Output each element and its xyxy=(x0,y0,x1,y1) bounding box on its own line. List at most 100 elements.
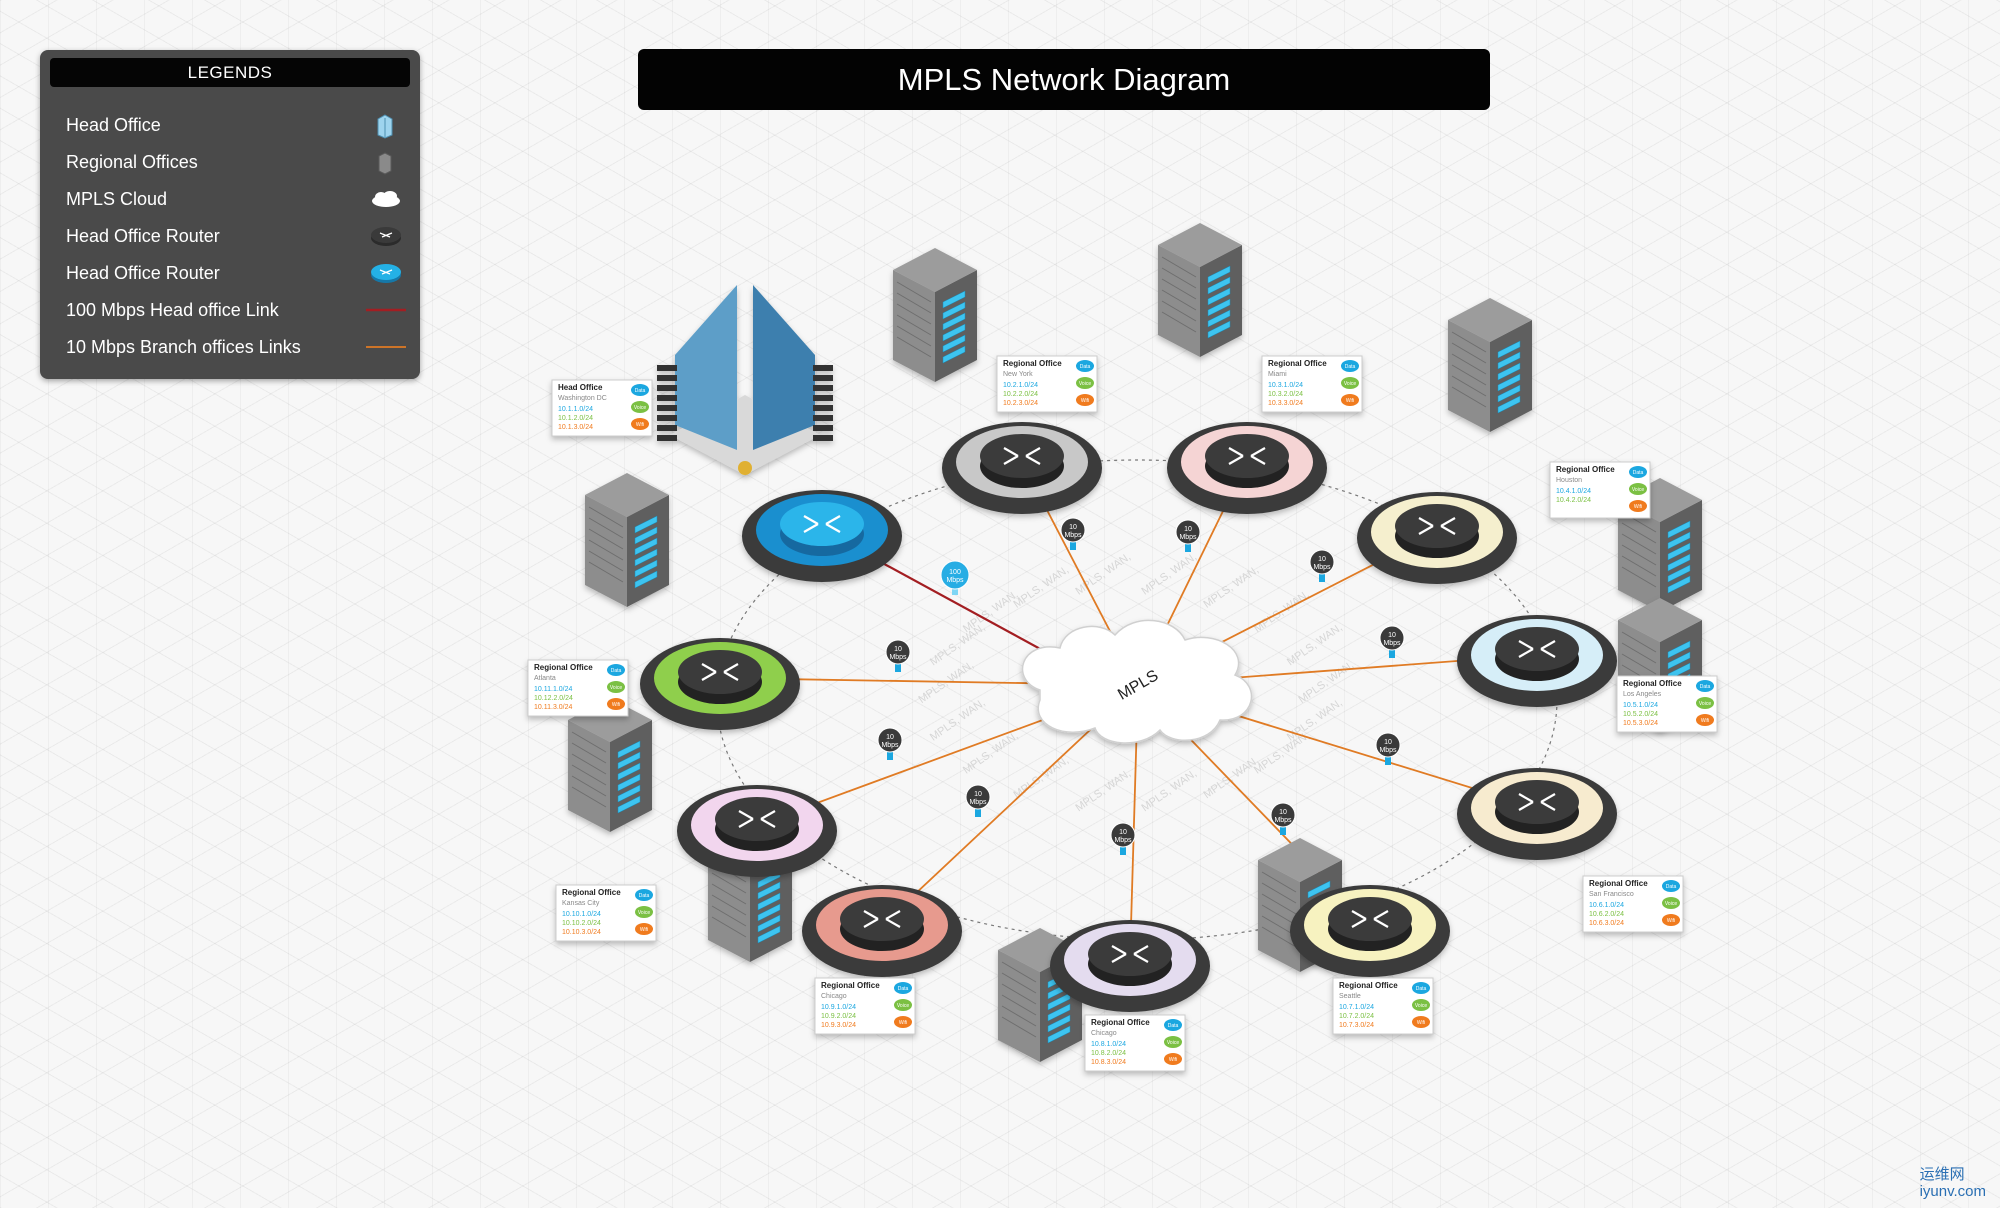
badge-speed: 10 xyxy=(1318,556,1326,563)
badge-unit: Mbps xyxy=(946,577,964,584)
card-pill-label: Wifi xyxy=(1081,398,1089,404)
tower-left-glass xyxy=(675,285,737,450)
badge-disc xyxy=(940,560,970,590)
card-subnet: 10.10.3.0/24 xyxy=(562,929,601,936)
router-top xyxy=(678,650,762,694)
card-pill-label: Voice xyxy=(1665,901,1677,907)
regional-office-building xyxy=(998,928,1082,1062)
card-pill-label: Voice xyxy=(1167,1040,1179,1046)
card-pill xyxy=(631,418,649,430)
badge-speed: 10 xyxy=(1119,829,1127,836)
watermark-text: MPLS, WAN, xyxy=(928,622,988,669)
window-row xyxy=(571,742,607,764)
badge-speed: 10 xyxy=(1388,632,1396,639)
card-pill-label: Wifi xyxy=(1634,504,1642,510)
server-rack xyxy=(1207,287,1231,306)
badge-disc xyxy=(1375,732,1401,758)
office-label-card: Regional OfficeChicago10.9.1.0/2410.9.2.… xyxy=(814,977,916,1035)
card-title: Head Office xyxy=(558,383,603,392)
legend-item-head-link: 100 Mbps Head office Link xyxy=(66,295,406,325)
window-row xyxy=(1451,386,1487,408)
building-roof xyxy=(1258,838,1342,882)
window-row xyxy=(1261,926,1297,948)
badge-unit: Mbps xyxy=(1313,564,1331,571)
office-label-card: Regional OfficeSeattle10.7.1.0/2410.7.2.… xyxy=(1332,977,1434,1035)
server-rack xyxy=(1497,362,1521,381)
router-arrows-icon xyxy=(701,663,739,681)
card-pill xyxy=(1164,1036,1182,1048)
card-pill-label: Voice xyxy=(610,685,622,691)
window-row xyxy=(588,506,624,528)
card-subnet: 10.5.1.0/24 xyxy=(1623,702,1658,709)
card-subnet: 10.8.1.0/24 xyxy=(1091,1041,1126,1048)
window-row xyxy=(588,539,624,561)
server-rack xyxy=(757,925,781,944)
card-pill-label: Wifi xyxy=(640,927,648,933)
window-row xyxy=(1261,882,1297,904)
server-rack xyxy=(617,762,641,781)
server-rack xyxy=(1667,531,1691,550)
card-title: Regional Office xyxy=(1556,465,1615,474)
parking-deck xyxy=(813,405,833,411)
card-pill xyxy=(607,681,625,693)
window-row xyxy=(1001,994,1037,1016)
legend-item-branch-link: 10 Mbps Branch offices Links xyxy=(66,332,406,362)
card-pill-label: Voice xyxy=(638,910,650,916)
fountain xyxy=(738,461,752,475)
card-pill xyxy=(1662,914,1680,926)
badge-stem xyxy=(1120,845,1126,855)
badge-speed: 100 xyxy=(949,569,961,576)
router-arrows-icon xyxy=(1228,447,1266,465)
card-subnet: 10.9.1.0/24 xyxy=(821,1004,856,1011)
card-subnet: 10.7.3.0/24 xyxy=(1339,1022,1374,1029)
building-right-face xyxy=(627,495,669,607)
card-pill-label: Data xyxy=(1633,470,1644,476)
cloud-icon xyxy=(372,191,400,207)
arrow-path xyxy=(1518,793,1556,811)
server-rack xyxy=(1667,640,1691,659)
card-pill xyxy=(1662,880,1680,892)
server-rack xyxy=(757,914,781,933)
card-pill-label: Wifi xyxy=(1417,1020,1425,1026)
arrow-path xyxy=(803,515,841,533)
regional-office-building xyxy=(1448,298,1532,432)
card-subnet: 10.8.3.0/24 xyxy=(1091,1059,1126,1066)
card-title: Regional Office xyxy=(1623,679,1682,688)
card-pill-label: Data xyxy=(1666,884,1677,890)
legend-item-router-blue: Head Office Router xyxy=(66,258,406,288)
card-pill-label: Wifi xyxy=(612,702,620,708)
building-right-face xyxy=(1490,320,1532,432)
router-blue-icon xyxy=(371,264,401,283)
server-rack xyxy=(942,345,966,364)
server-rack xyxy=(942,312,966,331)
card-pill-label: Voice xyxy=(1344,381,1356,387)
window-row xyxy=(571,775,607,797)
card-pill xyxy=(1164,1019,1182,1031)
router-top xyxy=(780,502,864,546)
server-rack xyxy=(1047,1025,1071,1044)
badge-disc xyxy=(1060,517,1086,543)
server-rack xyxy=(1207,276,1231,295)
card-city: Washington DC xyxy=(558,395,607,402)
window-row xyxy=(1621,544,1657,566)
regional-office-building xyxy=(585,473,669,607)
badge-unit: Mbps xyxy=(1274,817,1292,824)
server-rack xyxy=(1207,298,1231,317)
card-subnet: 10.6.3.0/24 xyxy=(1589,920,1624,927)
legend-label: Head Office Router xyxy=(66,226,220,246)
card-pill xyxy=(1662,897,1680,909)
badge-stem xyxy=(1319,572,1325,582)
card-pill xyxy=(1076,394,1094,406)
card-pill xyxy=(1341,394,1359,406)
window-row xyxy=(1621,642,1657,664)
badge-stem xyxy=(952,585,958,595)
card-pill-label: Data xyxy=(639,893,650,899)
parking-deck xyxy=(813,375,833,381)
window-row xyxy=(1451,375,1487,397)
window-row xyxy=(711,872,747,894)
parking-deck xyxy=(657,415,677,421)
window-row xyxy=(588,561,624,583)
